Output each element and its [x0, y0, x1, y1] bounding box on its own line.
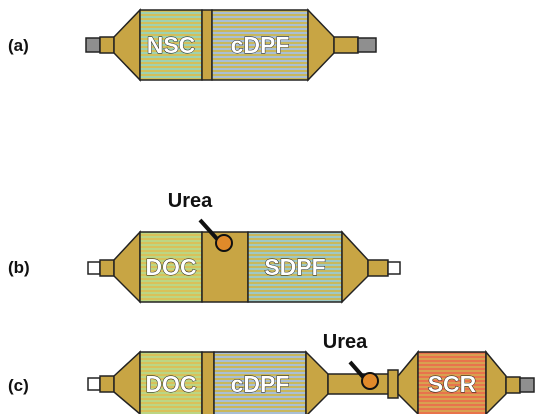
cdpf-brick — [211, 9, 309, 81]
inlet-connector — [99, 36, 115, 54]
brick-separator — [201, 351, 215, 414]
outlet-pipe — [357, 37, 377, 53]
inlet-pipe — [85, 37, 101, 53]
scr-inlet-cone — [397, 349, 419, 414]
outlet-cone — [341, 230, 369, 304]
urea-injector-icon — [361, 372, 379, 390]
system-label-c: (c) — [8, 376, 29, 395]
outlet-cone — [307, 8, 335, 82]
mid-cone-out — [305, 350, 329, 414]
nsc-brick — [139, 9, 203, 81]
scr-brick — [417, 351, 487, 414]
block-label-sdpf: SDPF — [264, 254, 325, 280]
inlet-cone — [113, 230, 141, 304]
system-c: (c) Urea DOC cDPF SCR — [8, 331, 535, 414]
inlet-pipe — [87, 261, 101, 275]
system-label-a: (a) — [8, 36, 29, 55]
outlet-connector — [367, 259, 389, 277]
outlet-pipe — [387, 261, 401, 275]
block-label-scr: SCR — [428, 371, 477, 397]
urea-label-c: Urea — [323, 331, 368, 353]
outlet-pipe — [519, 377, 535, 393]
sdpf-brick — [247, 231, 343, 303]
block-label-nsc: NSC — [147, 32, 196, 58]
brick-separator — [201, 9, 213, 81]
outlet-connector — [505, 376, 521, 394]
doc-brick — [139, 231, 203, 303]
outlet-cone — [485, 349, 507, 414]
block-label-cdpf: cDPF — [231, 371, 290, 397]
inlet-connector — [99, 259, 115, 277]
outlet-connector — [333, 36, 359, 54]
inlet-pipe — [87, 377, 101, 391]
block-label-doc: DOC — [145, 371, 196, 397]
urea-label-b: Urea — [168, 190, 213, 212]
inlet-cone — [113, 350, 141, 414]
pipe-flange — [387, 369, 399, 399]
system-a: (a) NSC cDPF — [8, 8, 377, 82]
block-label-cdpf: cDPF — [231, 32, 290, 58]
inlet-cone — [113, 8, 141, 82]
system-b: (b) Urea DOC SDPF — [8, 190, 401, 304]
inlet-connector — [99, 375, 115, 393]
system-label-b: (b) — [8, 258, 30, 277]
urea-injector-icon — [215, 234, 233, 252]
urea-injector-line — [198, 218, 220, 242]
block-label-doc: DOC — [145, 254, 196, 280]
urea-injector-line — [348, 360, 366, 380]
